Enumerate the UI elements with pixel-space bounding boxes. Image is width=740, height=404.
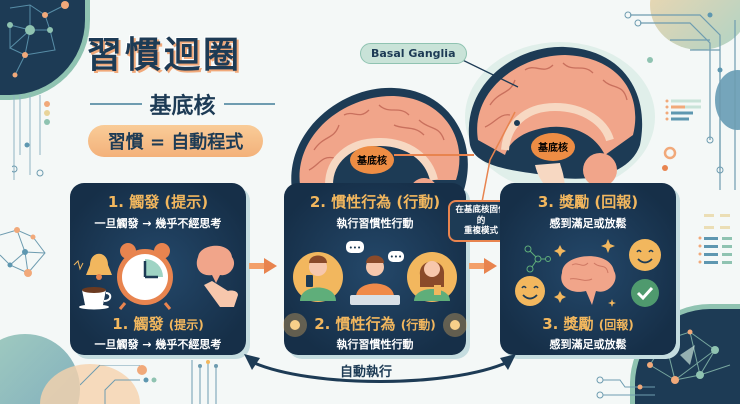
tagline-pill: 習慣 = 自動程式 <box>88 125 263 157</box>
step-title-repeat: 2. 慣性行為 (行動) <box>314 315 436 333</box>
step-description: 一旦觸發 → 幾乎不經思考 <box>94 217 222 230</box>
step-description-repeat: 感到滿足或放鬆 <box>549 338 627 351</box>
smiley-icon <box>515 276 545 306</box>
pointing-hand-icon <box>204 281 238 307</box>
coffee-cup-icon <box>79 287 112 310</box>
divider-line <box>223 103 276 105</box>
step-title: 1. 觸發 (提示) <box>107 193 209 211</box>
reward-icons <box>500 235 676 313</box>
person-typing-icon <box>350 255 400 305</box>
routine-icons: ••• ••• <box>284 235 466 313</box>
step-description-repeat: 執行習慣性行動 <box>336 338 414 351</box>
step-card-reward: 3. 獎勵 (回報) 感到滿足或放鬆 3. 獎勵 (回報) 感到滿足或放鬆 <box>500 183 676 355</box>
progress-bars-decor <box>665 98 705 126</box>
brain-icon <box>196 245 235 283</box>
circuit-lines-bottom-left <box>79 364 160 404</box>
step-description: 感到滿足或放鬆 <box>549 217 627 230</box>
speech-bubble-icon: ••• ••• <box>346 241 404 262</box>
svg-text:•••: ••• <box>349 244 361 252</box>
person-eating-icon <box>407 252 457 302</box>
basal-ganglia-node-label-left: 基底核 <box>356 154 387 167</box>
brain-diagram-right: 基底核 <box>465 35 655 192</box>
pointer-line-callout <box>470 110 530 209</box>
step-title-repeat: 1. 觸發 (提示) <box>112 315 204 333</box>
person-phone-icon <box>293 252 343 302</box>
decor-dots-left <box>42 100 52 134</box>
step-title: 2. 慣性行為 (行動) <box>309 193 441 211</box>
decor-ring-orange <box>660 145 690 179</box>
alarm-clock-icon <box>117 243 173 310</box>
step-description-repeat: 一旦觸發 → 幾乎不經思考 <box>94 338 222 351</box>
subtitle: 基底核 <box>149 94 216 119</box>
smiley-icon <box>629 239 661 271</box>
trigger-icons <box>70 235 246 313</box>
brain-icon <box>561 256 616 305</box>
basal-ganglia-node-label-right: 基底核 <box>537 141 568 154</box>
brain-diagram-left: 基底核 <box>284 80 474 206</box>
page-title: 習慣迴圈 <box>86 35 243 76</box>
network-graphic-top-left <box>0 0 80 90</box>
step-title: 3. 獎勵 (回報) <box>537 193 639 211</box>
bar-chart-decor <box>698 200 738 274</box>
glow-decor-left <box>280 310 310 344</box>
arrow-right-icon <box>469 258 497 278</box>
step-description: 執行習慣性行動 <box>336 217 414 230</box>
divider-line <box>90 103 142 105</box>
circuit-lines-right <box>590 10 740 199</box>
glow-decor-right <box>440 310 470 344</box>
step-title-repeat: 3. 獎勵 (回報) <box>542 315 634 333</box>
loop-label: 自動執行 <box>340 365 393 380</box>
checkmark-icon <box>631 279 659 307</box>
network-graphic-left <box>0 225 50 285</box>
subtitle-row: 基底核 <box>90 88 276 120</box>
basal-ganglia-label: Basal Ganglia <box>360 43 467 64</box>
arrow-right-icon <box>249 258 277 278</box>
bell-icon <box>73 253 112 280</box>
circuit-lines-bottom <box>187 356 227 404</box>
svg-text:•••: ••• <box>390 253 402 261</box>
sparkle-icon <box>554 239 616 307</box>
molecule-icon <box>524 245 551 273</box>
circuit-lines-bottom-right <box>595 375 655 404</box>
step-card-trigger: 1. 觸發 (提示) 一旦觸發 → 幾乎不經思考 1. 觸發 (提示) 一旦觸發… <box>70 183 246 355</box>
step-card-routine: 2. 慣性行為 (行動) 執行習慣性行動 ••• ••• 2. 慣性行為 (行動)… <box>284 183 466 355</box>
loop-arrow-icon <box>230 350 530 394</box>
